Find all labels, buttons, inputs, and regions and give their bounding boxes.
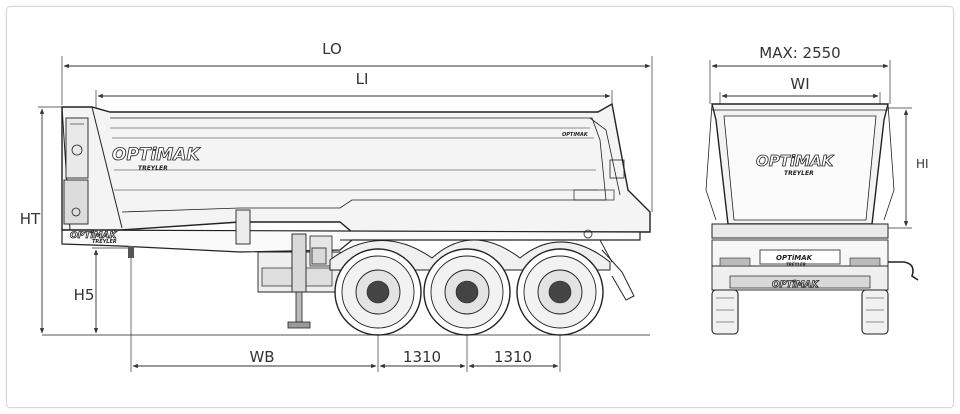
rear-body: [705, 103, 895, 225]
label-ht: HT: [20, 210, 41, 228]
side-logo: OPTiMAK: [112, 145, 201, 165]
rear-plate-logo-sub: TREYLER: [786, 262, 806, 267]
side-small-logo: OPTiMAK: [70, 231, 117, 241]
label-h5: H5: [74, 286, 95, 304]
king-pin: [128, 246, 134, 258]
label-li: LI: [356, 70, 369, 88]
rear-chassis: [711, 223, 919, 291]
rear-logo-sub: TREYLER: [784, 170, 814, 177]
dim-inner-length: LI: [95, 70, 613, 108]
tipper-body: [61, 102, 651, 233]
label-lo: LO: [322, 40, 342, 58]
label-axle-spacing-2: 1310: [494, 348, 532, 366]
rear-logo: OPTiMAK: [756, 152, 835, 170]
label-hi: HI: [916, 157, 929, 171]
label-max-width: MAX: 2550: [759, 44, 840, 62]
label-wb: WB: [249, 348, 274, 366]
front-hydraulics: [63, 117, 89, 225]
wheel-3: [516, 248, 604, 336]
dim-overall-length: LO: [61, 40, 653, 212]
wheels: [329, 239, 611, 336]
side-rear-badge: OPTiMAK: [562, 132, 589, 138]
wheel-1: [334, 248, 422, 336]
rear-tires: [711, 289, 889, 335]
label-wi: WI: [790, 75, 809, 93]
dim-max-width: MAX: 2550: [709, 44, 891, 104]
dim-inner-height: HI: [880, 107, 929, 229]
landing-gear: [287, 233, 327, 329]
rear-bracket: [583, 229, 635, 301]
side-view: OPTiMAK TREYLER OPTiMAK TREYLER OPTiMAK …: [20, 40, 653, 372]
dim-fifth-wheel-height: H5: [74, 247, 128, 334]
label-axle-spacing-1: 1310: [403, 348, 441, 366]
wheel-2: [423, 248, 511, 336]
side-small-logo-sub: TREYLER: [92, 239, 117, 245]
dim-overall-height: HT: [20, 106, 62, 334]
rear-plate-logo: OPTiMAK: [776, 254, 813, 262]
dim-wheelbase: WB 1310 1310: [130, 258, 561, 372]
dim-inner-width: WI: [719, 75, 881, 106]
rear-view: MAX: 2550 WI HI: [705, 44, 929, 335]
side-logo-sub: TREYLER: [138, 165, 168, 172]
rear-bumper-logo: OPTiMAK: [772, 280, 819, 290]
